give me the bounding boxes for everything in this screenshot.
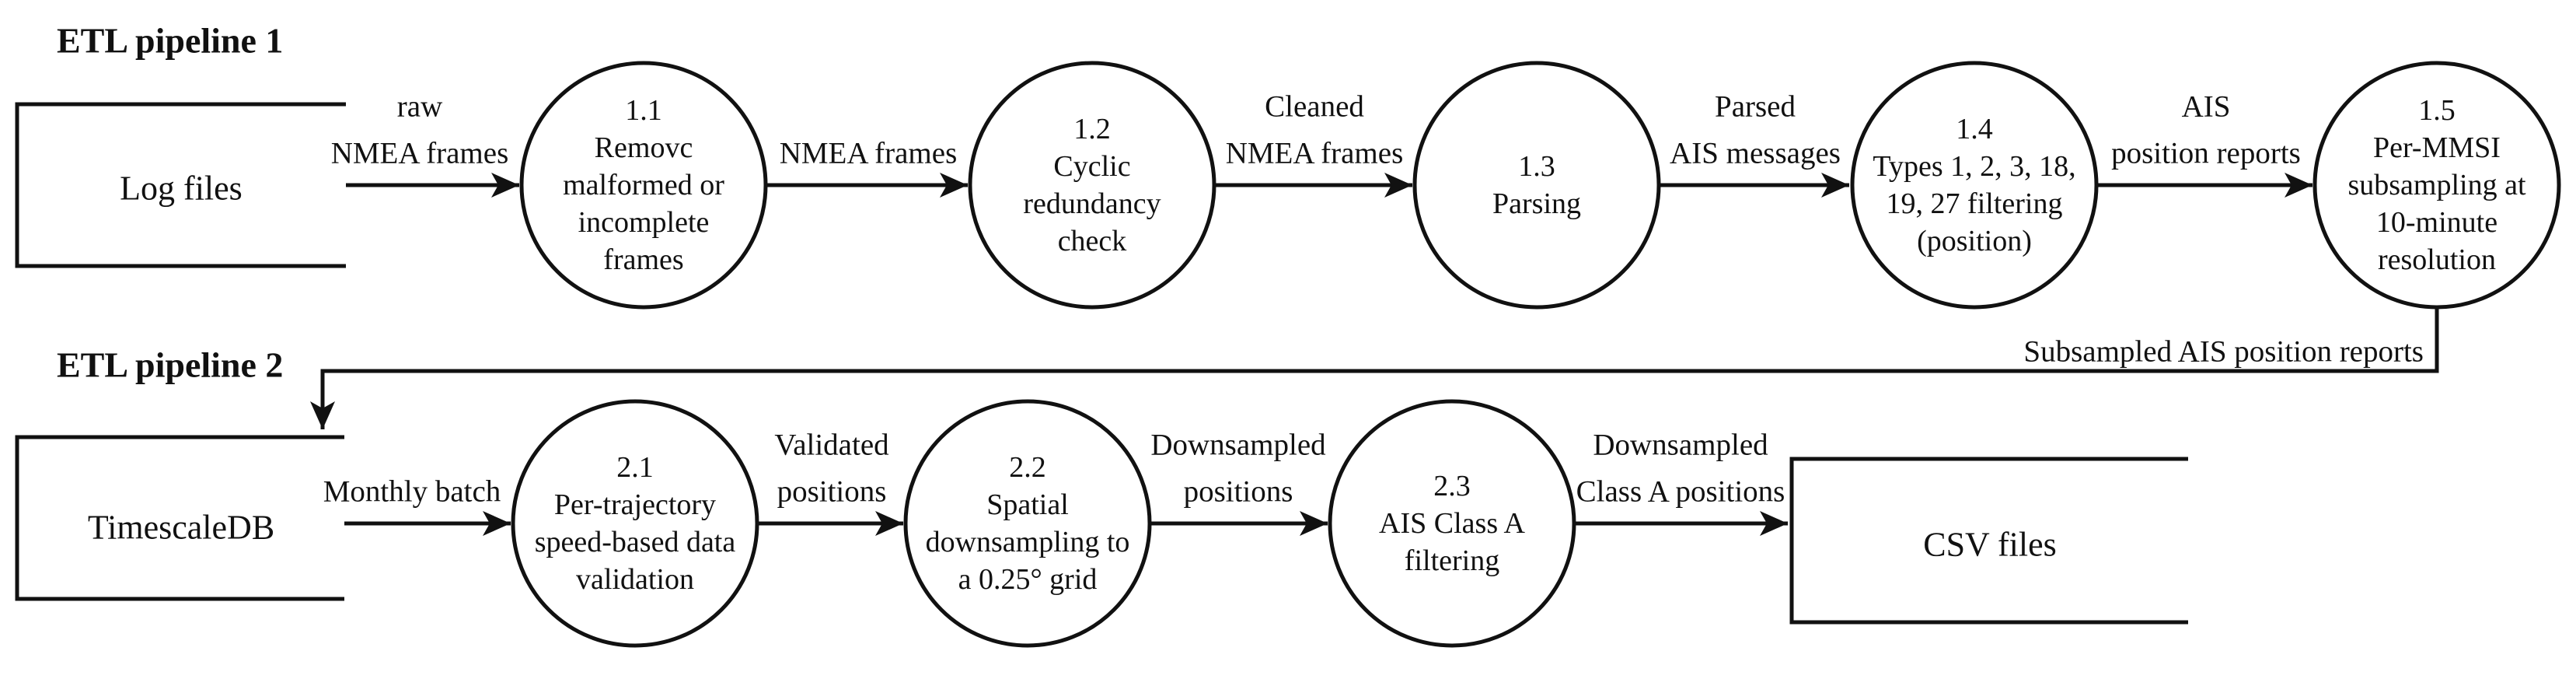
node-1-1-text: 1.1 [625,94,662,127]
node-1-2-circle [968,61,1216,310]
log-files-box: Log files [15,102,346,268]
node-1-3-circle [1412,61,1661,310]
timescaledb-box: TimescaleDB [15,435,344,601]
edge-label-line: Validated [774,429,889,462]
pipeline1-title: ETL pipeline 1 [57,21,283,61]
node-1-2-text: redundancy [1023,187,1161,220]
node-1-4-circle [1850,61,2099,310]
node-1-5-text: resolution [2378,243,2496,276]
node-1-2-text: 1.2 [1073,113,1111,145]
edge-label-line: NMEA frames [331,137,509,170]
timescaledb-box-outline [15,435,344,601]
node-1-1-text: Removc [595,131,693,164]
process-node-1-1: 1.1 Removc malformed or incomplete frame… [519,61,768,310]
node-2-1-text: speed-based data [535,526,736,558]
edge-label-validated-positions: Validated positions [774,429,889,509]
pipeline2-section: ETL pipeline 2 TimescaleDB Monthly batch… [15,345,2188,648]
node-1-1-text: malformed or [563,169,724,201]
edge-label-line: AIS [2182,90,2231,124]
node-2-2-circle [903,399,1152,648]
process-node-2-2: 2.2 Spatial downsampling to a 0.25° grid [903,399,1152,648]
process-node-2-1: 2.1 Per-trajectory speed-based data vali… [511,399,759,648]
node-2-3-text: AIS Class A [1379,507,1525,540]
edge-label-ais-position-reports: AIS position reports [2111,90,2301,170]
node-1-1-circle [519,61,768,310]
edge-label-parsed-ais-messages: Parsed AIS messages [1670,90,1841,170]
node-1-5-text: Per-MMSI [2373,131,2501,164]
process-node-1-5: 1.5 Per-MMSI subsampling at 10-minute re… [2312,61,2561,310]
node-2-1-text: Per-trajectory [554,488,716,521]
edge-label-line: positions [777,475,887,509]
node-1-3-text: Parsing [1492,187,1581,220]
node-1-4-text: Types 1, 2, 3, 18, [1873,150,2075,183]
node-2-1-text: validation [576,563,694,596]
node-1-1-text: incomplete [578,206,710,239]
edge-label-line: position reports [2111,137,2301,170]
edge-label-line: NMEA frames [1226,137,1404,170]
edge-label-line: Downsampled [1150,429,1326,462]
node-1-4-text: 1.4 [1956,113,1993,145]
node-1-4-text: (position) [1917,225,2032,257]
edge-label-line: positions [1184,475,1293,509]
process-node-2-3: 2.3 AIS Class A filtering [1328,399,1576,648]
node-1-2-text: Cyclic [1053,150,1130,183]
node-1-1-text: frames [603,243,683,276]
edge-label-cleaned-nmea-frames: Cleaned NMEA frames [1226,90,1404,170]
edge-label-downsampled-positions: Downsampled positions [1150,429,1326,509]
pipeline2-title: ETL pipeline 2 [57,345,283,385]
process-node-1-4: 1.4 Types 1, 2, 3, 18, 19, 27 filtering … [1850,61,2099,310]
node-1-2-text: check [1058,225,1127,257]
csv-files-label: CSV files [1923,526,2057,564]
csv-files-box-outline [1789,457,2188,625]
edge-label-line: Parsed [1715,90,1796,124]
node-2-2-text: 2.2 [1009,451,1046,484]
edge-label-monthly-batch: Monthly batch [323,475,501,509]
node-1-5-text: subsampling at [2347,169,2525,201]
log-files-label: Log files [120,170,243,208]
node-2-3-text: 2.3 [1433,470,1471,502]
edge-label-line: raw [397,90,442,124]
node-2-1-text: 2.1 [616,451,654,484]
node-1-5-text: 10-minute [2376,206,2497,239]
process-node-1-3: 1.3 Parsing [1412,61,1661,310]
node-1-3-text: 1.3 [1518,150,1555,183]
connector-label-subsampled-reports: Subsampled AIS position reports [2023,335,2424,369]
node-2-2-text: a 0.25° grid [958,563,1098,596]
edge-label-raw-nmea-frames: raw NMEA frames [331,90,509,170]
connector-1-5-to-timescaledb [310,309,2439,429]
log-files-box-outline [15,102,346,268]
csv-files-box: CSV files [1789,457,2188,625]
timescaledb-label: TimescaleDB [88,509,274,547]
edge-label-line: Downsampled [1593,429,1768,462]
edge-label-line: Class A positions [1576,475,1785,509]
node-1-4-text: 19, 27 filtering [1887,187,2063,220]
node-1-5-circle [2312,61,2561,310]
node-2-2-text: Spatial [986,488,1069,521]
pipeline1-section: ETL pipeline 1 Log files raw NMEA frames… [15,21,2561,429]
node-2-1-circle [511,399,759,648]
node-2-3-circle [1328,399,1576,648]
node-1-5-text: 1.5 [2418,94,2456,127]
process-node-1-2: 1.2 Cyclic redundancy check [968,61,1216,310]
edge-label-nmea-frames: NMEA frames [780,137,958,170]
node-2-3-text: filtering [1405,544,1499,577]
node-2-2-text: downsampling to [926,526,1130,558]
edge-label-line: Cleaned [1265,90,1364,124]
edge-label-line: AIS messages [1670,137,1841,170]
edge-label-downsampled-class-a-positions: Downsampled Class A positions [1576,429,1785,509]
